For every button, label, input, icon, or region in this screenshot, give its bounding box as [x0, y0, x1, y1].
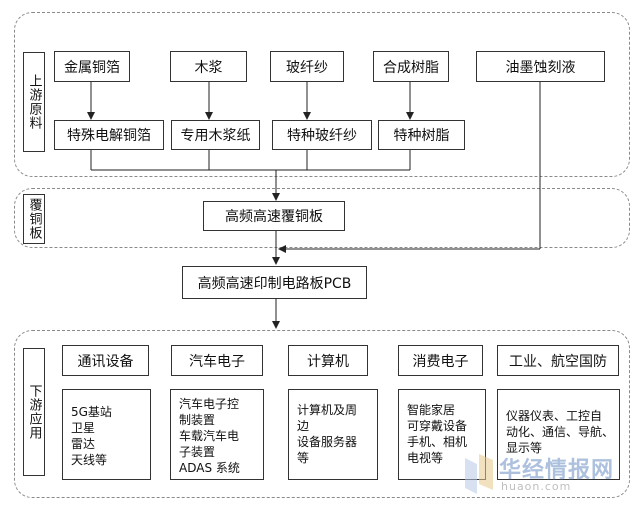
processed-glass-fiber: 特种玻纤纱	[272, 120, 372, 150]
detail-line: 智能家居	[407, 403, 456, 417]
raw-material-wood-pulp: 木浆	[170, 51, 247, 82]
raw-material-copper-foil: 金属铜箔	[54, 51, 130, 82]
ccl-label: 覆铜板	[23, 194, 45, 244]
category-computer: 计算机	[288, 345, 368, 376]
watermark-name: 华经情报网	[499, 458, 615, 483]
detail-line: 制装置	[179, 413, 216, 427]
category-automotive: 汽车电子	[171, 345, 263, 376]
watermark-url: huaon.com	[501, 480, 572, 493]
processed-copper-foil: 特殊电解铜箔	[54, 120, 164, 150]
ccl-section	[14, 188, 630, 248]
detail-line: 雷达	[71, 437, 96, 451]
downstream-section	[14, 330, 630, 498]
raw-material-ink-etchant: 油墨蚀刻液	[476, 51, 605, 82]
detail-line: 边	[297, 419, 310, 433]
detail-line: 仪器仪表、工控自	[506, 409, 603, 423]
detail-line: 天线等	[71, 453, 108, 467]
raw-material-resin: 合成树脂	[373, 51, 449, 82]
detail-line: 可穿戴设备	[407, 419, 468, 433]
ccl-node: 高频高速覆铜板	[203, 201, 345, 231]
detail-line: 计算机及周	[297, 403, 358, 417]
detail-line: ADAS 系统	[179, 461, 240, 475]
detail-consumer: 智能家居 可穿戴设备 手机、相机 电视等	[398, 389, 486, 480]
pcb-node: 高频高速印制电路板PCB	[182, 266, 367, 299]
detail-line: 电视等	[407, 451, 444, 465]
detail-computer: 计算机及周 边 设备服务器 等	[288, 389, 378, 480]
upstream-section	[14, 12, 630, 177]
detail-line: 显示等	[506, 441, 543, 455]
detail-line: 卫星	[71, 421, 96, 435]
downstream-label: 下游应用	[23, 348, 45, 476]
detail-line: 汽车电子控	[179, 397, 240, 411]
category-telecom: 通讯设备	[62, 345, 149, 376]
upstream-label: 上游原料	[23, 52, 45, 152]
detail-line: 设备服务器	[297, 435, 358, 449]
detail-industrial: 仪器仪表、工控自 动化、通信、导航、 显示等	[497, 389, 620, 480]
detail-line: 手机、相机	[407, 435, 468, 449]
detail-automotive: 汽车电子控 制装置 车载汽车电 子装置 ADAS 系统	[170, 389, 264, 480]
detail-line: 等	[297, 451, 310, 465]
raw-material-glass-fiber: 玻纤纱	[270, 51, 344, 82]
detail-line: 5G基站	[71, 405, 112, 419]
processed-resin: 特种树脂	[378, 120, 465, 150]
processed-pulp-paper: 专用木浆纸	[171, 120, 260, 150]
detail-line: 动化、通信、导航、	[506, 425, 615, 439]
category-industrial: 工业、航空国防	[497, 345, 619, 376]
detail-line: 子装置	[179, 445, 216, 459]
category-consumer: 消费电子	[398, 345, 483, 376]
detail-telecom: 5G基站 卫星 雷达 天线等	[62, 389, 151, 480]
watermark-logo-icon	[465, 454, 493, 494]
watermark: 华经情报网 huaon.com	[463, 450, 633, 500]
detail-line: 车载汽车电	[179, 429, 240, 443]
